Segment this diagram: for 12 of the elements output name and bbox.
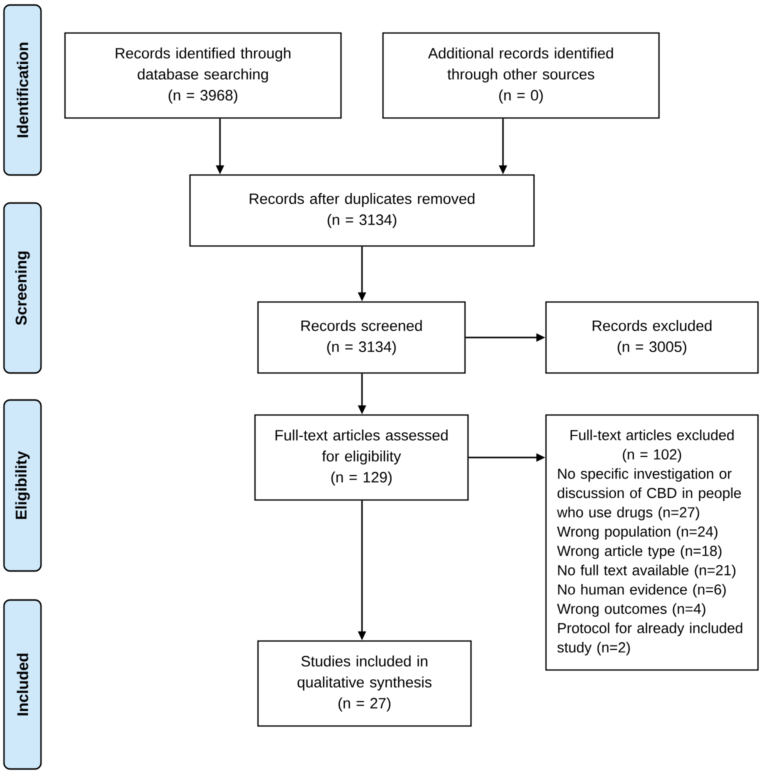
exclusion-box: Full-text articles excluded (n = 102) No specific investigation or discussion of CBD in people who use drugs (n=27) Wrong population (n=24) Wrong article type (n=18) No full text available (n=21) No human evidence (n=6) Wrong outcomes (n=4) Protocol for already included study (n=2): [545, 414, 759, 671]
process-box: Records screened (n = 3134): [257, 301, 466, 374]
process-box: Records after duplicates removed (n = 3134): [189, 174, 535, 247]
process-box: Additional records identified through other sources (n = 0): [382, 32, 660, 119]
phase-band: Identification: [3, 4, 42, 176]
phase-band: Eligibility: [3, 399, 42, 572]
phase-band: Included: [3, 599, 42, 770]
process-box: Studies included in qualitative synthesis (n = 27): [257, 640, 472, 727]
process-box: Records identified through database searching (n = 3968): [64, 32, 342, 119]
phase-band: Screening: [3, 202, 42, 374]
process-box: Full-text articles assessed for eligibility (n = 129): [254, 414, 469, 501]
process-box: Records excluded (n = 3005): [545, 301, 759, 374]
